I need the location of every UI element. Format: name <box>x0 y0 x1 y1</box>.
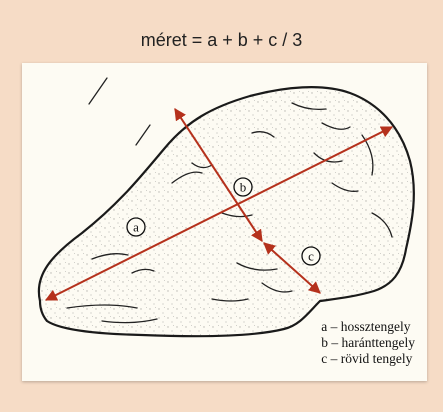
legend-item-b: b – haránttengely <box>321 335 415 351</box>
legend-item-a: a – hossztengely <box>321 319 415 335</box>
stone-outline <box>39 87 414 336</box>
legend-item-c: c – rövid tengely <box>321 351 415 367</box>
label-a: a <box>127 218 145 236</box>
svg-text:b: b <box>240 180 247 195</box>
label-b: b <box>234 178 252 196</box>
formula-title: méret = a + b + c / 3 <box>0 30 443 51</box>
svg-text:a: a <box>133 220 139 235</box>
axis-legend: a – hossztengely b – haránttengely c – r… <box>321 319 415 367</box>
svg-text:c: c <box>308 249 314 264</box>
label-c: c <box>302 247 320 265</box>
drawing-panel: a b c a – hossztengely b – haránttengely… <box>22 63 427 381</box>
